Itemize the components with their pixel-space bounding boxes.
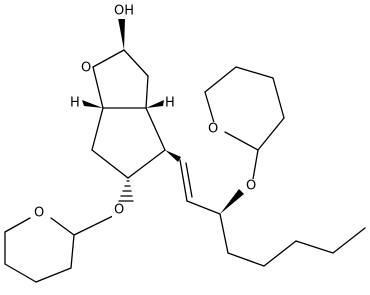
thp-ring-lower (4, 213, 118, 283)
hash-wedge-c5-o (118, 180, 134, 202)
atom-labels: OH O H H O O O O (32, 3, 258, 221)
h-left-label: H (70, 96, 80, 111)
hydroxyl-label: OH (114, 4, 134, 19)
thp-lower-bond-2 (4, 217, 31, 233)
wedge-c6a-h (82, 100, 103, 108)
stereo-wedges (82, 18, 244, 214)
thp-upper-ether-oxygen-label: O (246, 179, 256, 194)
lower-ether-oxygen-label: O (114, 203, 124, 218)
side-chain (179, 159, 366, 267)
wedge-c2-oh (118, 18, 125, 50)
bond-c19-c20 (332, 227, 366, 254)
thp-upper-ring-oxygen-label: O (208, 122, 218, 137)
bond-c13-c14-double (185, 162, 193, 198)
bond-lower-ether-o-to-thp (73, 213, 118, 236)
h-right-label: H (165, 96, 175, 111)
bond-c15-c16 (219, 213, 229, 254)
ring-oxygen-label: O (81, 61, 91, 76)
bond-c3-c3a (145, 75, 149, 109)
thp-lower-ring-oxygen-label: O (34, 206, 44, 221)
bond-c17-c18 (263, 240, 297, 267)
bond-c14-c15 (186, 200, 221, 215)
thp-lower-bond-6 (70, 234, 75, 269)
wedge-c15-o (220, 189, 244, 214)
wedge-c3a-h (146, 100, 164, 108)
thp-upper-bond-6 (257, 117, 285, 151)
thp-lower-bond-1 (50, 217, 75, 236)
bond-c2-c3 (123, 49, 149, 77)
wedge-c4-chain (165, 150, 181, 162)
bond-c6a-o1 (92, 66, 104, 109)
thp-upper-bond-4 (235, 66, 274, 79)
bond-c4-c5 (127, 149, 166, 179)
thp-ring-upper (204, 66, 285, 186)
bond-c6-c6a (91, 107, 104, 151)
bond-c5-c6 (91, 149, 129, 179)
thp-lower-bond-4 (4, 263, 37, 283)
bond-c18-c19 (295, 240, 334, 254)
bond-o1-c2 (92, 49, 125, 68)
thp-upper-bond-2 (204, 91, 216, 127)
bond-c3a-c4 (145, 107, 166, 151)
thp-upper-bond-5 (272, 77, 285, 119)
thp-upper-bond-3 (204, 66, 237, 93)
bond-c13-c14 (179, 159, 188, 202)
thp-upper-bond-1 (224, 131, 259, 151)
bond-c16-c17 (227, 252, 265, 267)
bicyclic-core (91, 49, 166, 179)
thp-lower-bond-5 (35, 267, 72, 283)
